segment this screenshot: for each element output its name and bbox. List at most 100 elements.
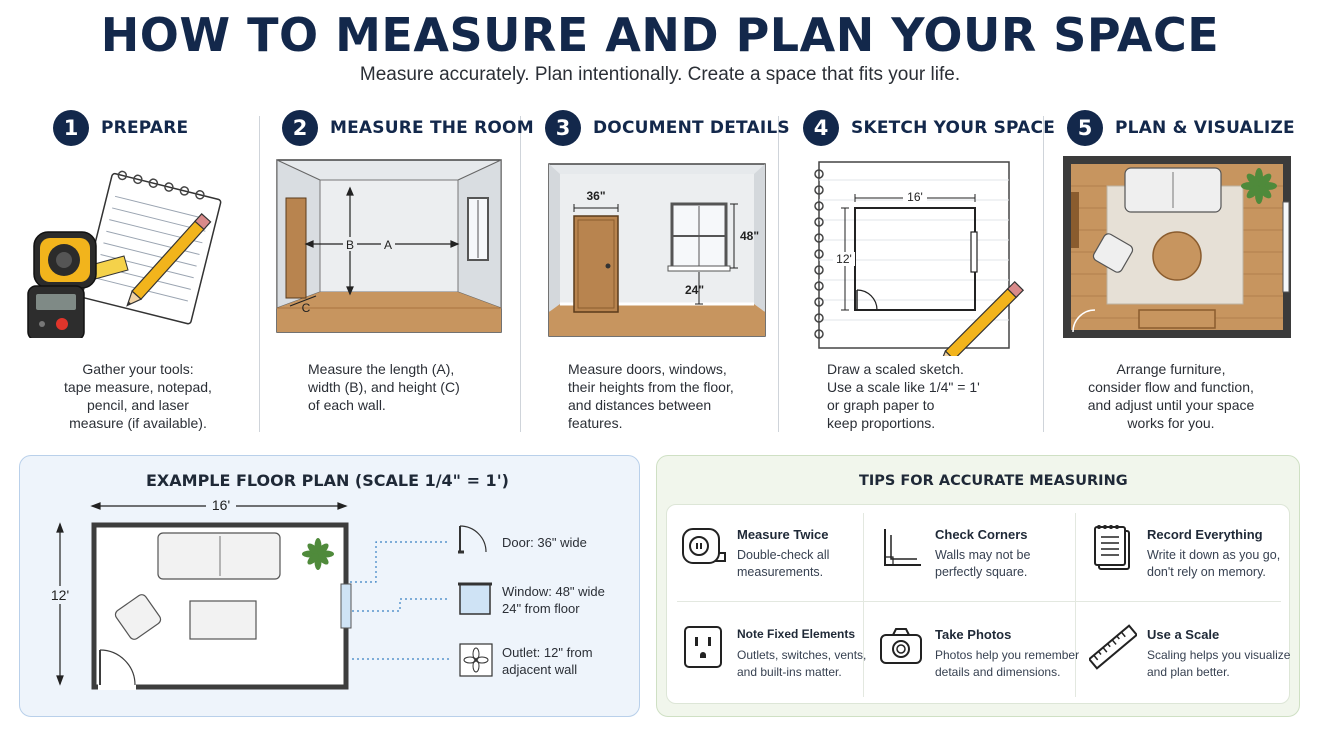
- outlet-icon: [684, 626, 722, 668]
- tip-take-photos: Take Photos Photos help you remember det…: [865, 605, 1079, 705]
- pencil-icon: [126, 213, 212, 307]
- tip-text-line: and built-ins matter.: [737, 665, 842, 679]
- step-desc-line: pencil, and laser: [87, 397, 189, 413]
- tip-measure-twice: Measure Twice Double-check all measureme…: [667, 505, 875, 605]
- step-desc-line: width (B), and height (C): [308, 379, 460, 395]
- page-subtitle: Measure accurately. Plan intentionally. …: [359, 64, 961, 85]
- window-width-label: 48": [740, 229, 759, 243]
- step-desc-line: Measure the length (A),: [308, 361, 455, 377]
- step-desc-line: features.: [568, 415, 623, 431]
- example-floor-plan: 16' 12': [48, 497, 493, 690]
- steps-row: 1 PREPARE: [0, 108, 1320, 438]
- tip-record-everything: Record Everything Write it down as you g…: [1077, 505, 1285, 605]
- sketch-width-label: 16': [907, 190, 923, 204]
- plan-height-label: 12': [51, 587, 69, 603]
- step-desc-line: measure (if available).: [69, 415, 207, 431]
- pencil-icon: [938, 280, 1025, 356]
- room-measure-illustration: A B C: [276, 159, 502, 333]
- step-number: 4: [803, 110, 839, 146]
- window-icon: [458, 582, 492, 615]
- notepad-icon: [81, 170, 222, 325]
- tools-illustration: [27, 170, 222, 338]
- camera-icon: [880, 628, 922, 664]
- step-number: 2: [282, 110, 318, 146]
- step-desc-line: Use a scale like 1/4" = 1': [827, 379, 980, 395]
- dimension-label-a: A: [384, 238, 392, 252]
- tip-title: Record Everything: [1147, 527, 1263, 542]
- tip-title: Note Fixed Elements: [737, 627, 856, 641]
- tape-measure-icon: [33, 231, 129, 289]
- corner-square-icon: [884, 529, 921, 566]
- tip-text-line: Scaling helps you visualize: [1147, 648, 1291, 662]
- outlet-icon: [459, 643, 493, 677]
- step-title: PREPARE: [101, 118, 189, 138]
- tip-text-line: and plan better.: [1147, 665, 1230, 679]
- legend-door-label: Door: 36" wide: [502, 535, 587, 550]
- step-desc-line: or graph paper to: [827, 397, 935, 413]
- tip-check-corners: Check Corners Walls may not be perfectly…: [865, 505, 1073, 605]
- tip-text-line: Photos help you remember: [935, 648, 1080, 662]
- tip-text-line: Double-check all: [737, 548, 830, 562]
- door-icon: [458, 525, 487, 554]
- window-height-label: 24": [685, 283, 704, 297]
- tip-text-line: Write it down as you go,: [1147, 548, 1281, 562]
- notebook-icon: [1094, 525, 1130, 570]
- step-number: 5: [1067, 110, 1103, 146]
- step-title: DOCUMENT DETAILS: [593, 118, 790, 138]
- tips-grid: Measure Twice Double-check all measureme…: [666, 504, 1290, 704]
- step-desc-line: Arrange furniture,: [1116, 361, 1226, 377]
- step-number: 3: [545, 110, 581, 146]
- tip-use-scale: Use a Scale Scaling helps you visualize …: [1077, 605, 1290, 705]
- step-desc-line: of each wall.: [308, 397, 386, 413]
- tip-text-line: Walls may not be: [935, 548, 1031, 562]
- tip-title: Measure Twice: [737, 527, 829, 542]
- step-sketch-space: 4 SKETCH YOUR SPACE 16: [803, 108, 1055, 438]
- legend-window-label: Window: 48" wide: [502, 584, 605, 599]
- step-divider: [520, 116, 521, 432]
- details-illustration: 36" 48" 24": [548, 163, 766, 337]
- step-desc-line: Measure doors, windows,: [568, 361, 727, 377]
- laser-measure-icon: [27, 285, 85, 338]
- step-title: SKETCH YOUR SPACE: [851, 118, 1056, 138]
- sketch-illustration: 16' 12': [814, 161, 1025, 356]
- dimension-label-c: C: [302, 301, 311, 315]
- step-prepare: 1 PREPARE: [20, 108, 258, 438]
- step-measure-room: 2 MEASURE THE ROOM A B C: [276, 108, 534, 438]
- step-desc-line: keep proportions.: [827, 415, 936, 431]
- step-divider: [778, 116, 779, 432]
- door-width-label: 36": [586, 189, 605, 203]
- step-desc-line: consider flow and function,: [1088, 379, 1254, 395]
- tip-text-line: measurements.: [737, 565, 824, 579]
- step-title: PLAN & VISUALIZE: [1115, 118, 1295, 138]
- plant-icon: [1241, 168, 1277, 204]
- legend-window-label: 24" from floor: [502, 601, 580, 616]
- ruler-icon: [1089, 624, 1137, 670]
- step-desc-line: and distances between: [568, 397, 712, 413]
- step-desc-line: tape measure, notepad,: [64, 379, 212, 395]
- tape-measure-icon: [682, 528, 726, 564]
- tip-text-line: don't rely on memory.: [1147, 565, 1266, 579]
- floor-plan-title: EXAMPLE FLOOR PLAN (SCALE 1/4" = 1'): [146, 471, 509, 490]
- step-document-details: 3 DOCUMENT DETAILS 36" 48" 24": [545, 108, 790, 438]
- plan-width-label: 16': [212, 497, 230, 513]
- plant-icon: [302, 538, 334, 570]
- tip-text-line: Outlets, switches, vents,: [737, 648, 867, 662]
- step-number: 1: [53, 110, 89, 146]
- tip-text-line: perfectly square.: [935, 565, 1028, 579]
- step-title: MEASURE THE ROOM: [330, 118, 534, 138]
- furnished-plan-illustration: [1063, 156, 1291, 338]
- sketch-height-label: 12': [836, 252, 852, 266]
- tip-title: Check Corners: [935, 527, 1028, 542]
- tips-title: TIPS FOR ACCURATE MEASURING: [859, 473, 1128, 489]
- tip-title: Take Photos: [935, 627, 1012, 642]
- step-divider: [259, 116, 260, 432]
- step-divider: [1043, 116, 1044, 432]
- step-desc-line: and adjust until your space: [1087, 397, 1255, 413]
- legend-outlet-label: Outlet: 12" from: [502, 645, 593, 660]
- step-desc-line: Draw a scaled sketch.: [827, 361, 964, 377]
- page-title: HOW TO MEASURE AND PLAN YOUR SPACE: [100, 8, 1220, 62]
- tip-text-line: details and dimensions.: [935, 665, 1061, 679]
- legend-outlet-label: adjacent wall: [502, 662, 578, 677]
- tip-fixed-elements: Note Fixed Elements Outlets, switches, v…: [667, 605, 875, 705]
- tip-title: Use a Scale: [1147, 627, 1220, 642]
